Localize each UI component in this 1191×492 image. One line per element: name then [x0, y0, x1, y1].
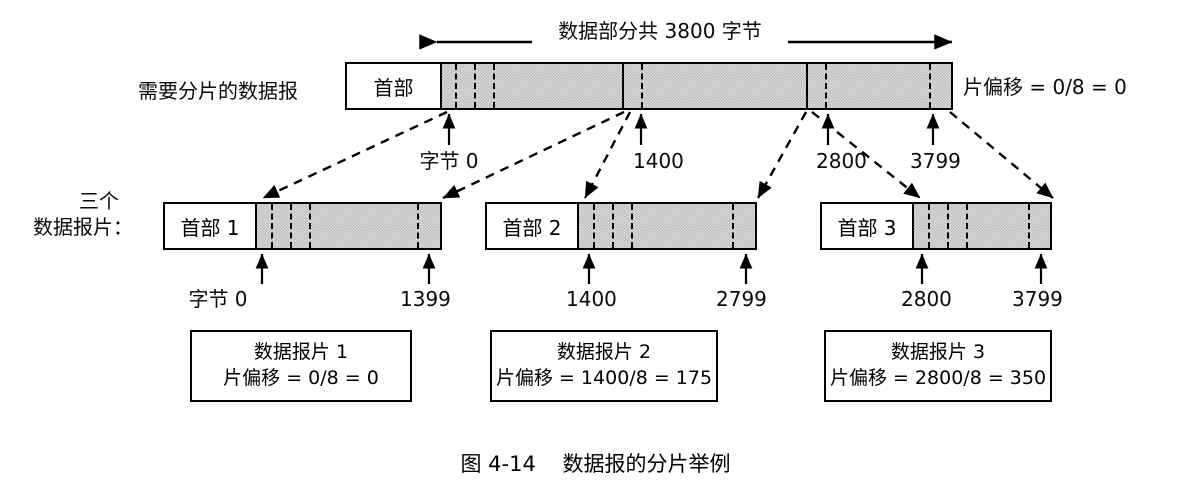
fragment-1-header-cell: 首部 1 [165, 204, 257, 248]
original-tick-label-0: 字节 0 [419, 149, 479, 173]
fragment-3-box-title: 数据报片 3 [890, 341, 986, 364]
data-tick-dash [493, 64, 495, 108]
data-tick-dash [290, 204, 292, 248]
fragment-2-start-label: 1400 [566, 287, 617, 311]
fragment-2-box-offset: 片偏移 = 1400/8 = 175 [495, 367, 713, 389]
data-tick-dash [455, 64, 457, 108]
data-tick-dash [947, 204, 949, 248]
fragment-bar-1: 首部 1 [163, 202, 442, 250]
original-tick-label-3: 3799 [910, 149, 961, 173]
fragment-1-box-title: 数据报片 1 [253, 341, 349, 364]
fragment-bar-2: 首部 2 [485, 202, 757, 250]
original-tick-arrows [442, 113, 940, 145]
data-tick-dash [732, 204, 734, 248]
original-header-cell: 首部 [347, 64, 442, 108]
fragment-3-data-area [914, 204, 1050, 248]
data-tick-dash [825, 64, 827, 108]
fragments-row-label-line1: 三个 [79, 189, 119, 213]
original-datagram-bar: 首部 [345, 62, 953, 110]
span-arrow-label: 数据部分共 3800 字节 [558, 19, 762, 43]
data-tick-dash [1028, 204, 1030, 248]
data-tick-dash [612, 204, 614, 248]
fragment-2-box-title: 数据报片 2 [556, 341, 652, 364]
fragment-3-start-label: 2800 [901, 287, 952, 311]
fragment-1-data-area [257, 204, 440, 248]
fragment-2-header-label: 首部 2 [502, 215, 562, 240]
fragment-3-box-offset: 片偏移 = 2800/8 = 350 [829, 367, 1047, 389]
data-tick-dash [309, 204, 311, 248]
original-offset-note: 片偏移 = 0/8 = 0 [963, 75, 1127, 99]
data-tick-dash [474, 64, 476, 108]
fragment-2-data-area [579, 204, 755, 248]
original-tick-label-1: 1400 [633, 149, 684, 173]
original-tick-label-2: 2800 [816, 149, 867, 173]
data-tick-dash [417, 204, 419, 248]
fragment-1-box-offset: 片偏移 = 0/8 = 0 [223, 367, 379, 389]
fragment-boundary-2 [806, 64, 808, 108]
data-tick-dash [929, 64, 931, 108]
fragment-3-info-box: 数据报片 3 片偏移 = 2800/8 = 350 [824, 330, 1052, 402]
original-row-label: 需要分片的数据报 [138, 79, 298, 103]
fragment-2-info-box: 数据报片 2 片偏移 = 1400/8 = 175 [490, 330, 718, 402]
fragment-1-end-label: 1399 [400, 287, 451, 311]
fragment-bar-3: 首部 3 [820, 202, 1052, 250]
fragment-boundary-1 [622, 64, 624, 108]
data-tick-dash [966, 204, 968, 248]
fragment-2-end-label: 2799 [716, 287, 767, 311]
figure-caption: 图 4-14 数据报的分片举例 [460, 452, 731, 476]
fragments-row-label-line2: 数据报片： [33, 215, 133, 239]
fragment-3-header-label: 首部 3 [837, 215, 897, 240]
fragment-tick-arrows [255, 253, 1048, 284]
data-tick-dash [271, 204, 273, 248]
data-tick-dash [641, 64, 643, 108]
original-data-area [442, 64, 951, 108]
fragment-1-info-box: 数据报片 1 片偏移 = 0/8 = 0 [190, 330, 412, 402]
fragment-2-header-cell: 首部 2 [487, 204, 579, 248]
fragment-1-start-label: 字节 0 [188, 287, 248, 311]
fragment-3-end-label: 3799 [1012, 287, 1063, 311]
data-tick-dash [631, 204, 633, 248]
fragment-3-header-cell: 首部 3 [822, 204, 914, 248]
data-tick-dash [593, 204, 595, 248]
data-tick-dash [928, 204, 930, 248]
original-header-label: 首部 [373, 75, 414, 100]
fragment-1-header-label: 首部 1 [180, 215, 240, 240]
